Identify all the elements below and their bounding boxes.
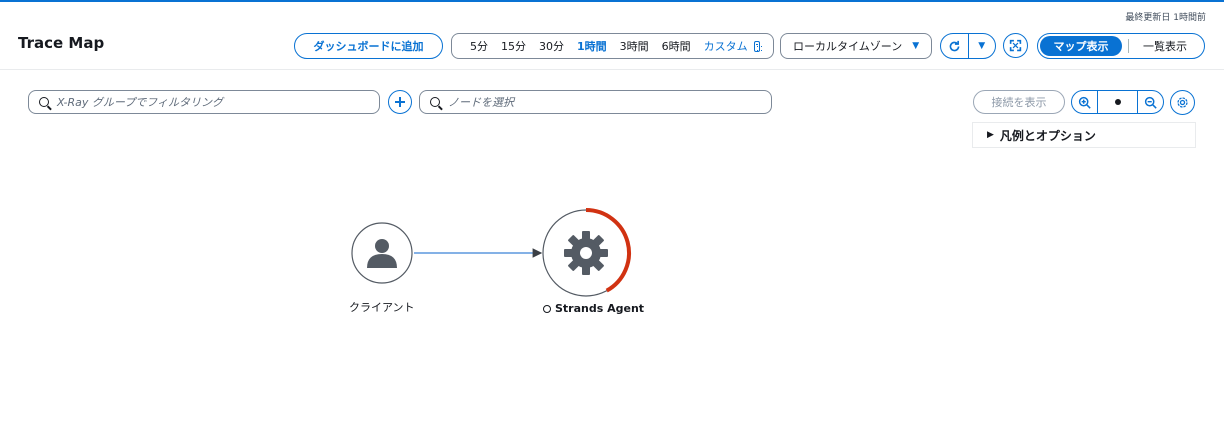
timezone-select[interactable]: ローカルタイムゾーン ▼	[780, 33, 932, 59]
time-range-option[interactable]: 3時間	[619, 40, 649, 53]
node-strands-agent[interactable]	[542, 208, 631, 297]
group-filter-input[interactable]: X-Ray グループでフィルタリング	[28, 90, 380, 114]
caret-down-icon: ▼	[978, 41, 986, 51]
node-label-client[interactable]: クライアント	[349, 301, 415, 314]
status-ring-icon	[543, 304, 551, 313]
caret-right-icon: ▶	[987, 130, 994, 140]
add-group-button[interactable]	[388, 90, 412, 114]
search-icon	[39, 97, 49, 107]
view-toggle: マップ表示 一覧表示	[1037, 33, 1205, 59]
fullscreen-button[interactable]	[1003, 33, 1028, 58]
settings-icon	[1177, 97, 1188, 108]
plus-icon	[395, 97, 405, 107]
page-title: Trace Map	[18, 34, 105, 52]
add-to-dashboard-button[interactable]: ダッシュボードに追加	[294, 33, 443, 59]
gear-icon	[564, 231, 608, 275]
time-range-option[interactable]: 30分	[539, 40, 564, 53]
node-label-text: Strands Agent	[555, 302, 645, 315]
agent-error-arc	[585, 208, 631, 293]
zoom-reset-button[interactable]	[1097, 91, 1138, 113]
zoom-reset-dot-icon	[1114, 99, 1121, 105]
search-icon	[430, 97, 440, 107]
last-updated-text: 最終更新日 1時間前	[1125, 13, 1206, 23]
trace-map-canvas[interactable]	[0, 160, 1224, 442]
zoom-in-button[interactable]	[1072, 91, 1097, 113]
fullscreen-icon	[1009, 39, 1022, 52]
list-view-button[interactable]: 一覧表示	[1143, 40, 1187, 53]
group-filter-placeholder: X-Ray グループでフィルタリング	[57, 96, 224, 109]
time-range-option-selected[interactable]: 1時間	[577, 40, 607, 53]
zoom-controls	[1071, 90, 1164, 114]
toggle-divider	[1128, 39, 1129, 53]
top-accent-bar	[0, 0, 1224, 2]
time-range-option[interactable]: 15分	[501, 40, 526, 53]
node-select-input[interactable]: ノードを選択	[419, 90, 772, 114]
user-icon	[367, 239, 397, 268]
refresh-icon	[949, 40, 960, 51]
node-label-strands-agent[interactable]: Strands Agent	[543, 302, 644, 315]
map-settings-button[interactable]	[1170, 90, 1195, 115]
time-range-selector: 5分 15分 30分 1時間 3時間 6時間 カスタム	[451, 33, 774, 59]
time-range-custom[interactable]: カスタム	[703, 40, 748, 53]
refresh-options-dropdown[interactable]: ▼	[967, 34, 996, 58]
time-range-option[interactable]: 5分	[470, 40, 488, 53]
zoom-out-icon	[1144, 96, 1157, 109]
node-select-placeholder: ノードを選択	[448, 96, 514, 109]
node-client[interactable]	[351, 222, 413, 284]
map-view-button[interactable]: マップ表示	[1040, 36, 1122, 56]
refresh-button-group: ▼	[940, 33, 996, 59]
show-connections-button[interactable]: 接続を表示	[973, 90, 1065, 114]
page-header: Trace Map 最終更新日 1時間前 ダッシュボードに追加 5分 15分 3…	[0, 2, 1224, 70]
time-range-option[interactable]: 6時間	[661, 40, 691, 53]
zoom-out-button[interactable]	[1138, 91, 1163, 113]
refresh-button[interactable]	[941, 34, 968, 58]
calendar-icon[interactable]	[753, 40, 763, 52]
legend-options-label: 凡例とオプション	[999, 128, 1096, 143]
zoom-in-icon	[1078, 96, 1091, 109]
timezone-value: ローカルタイムゾーン	[793, 40, 903, 53]
caret-down-icon: ▼	[912, 41, 920, 51]
legend-options-expander[interactable]: ▶ 凡例とオプション	[972, 122, 1196, 148]
